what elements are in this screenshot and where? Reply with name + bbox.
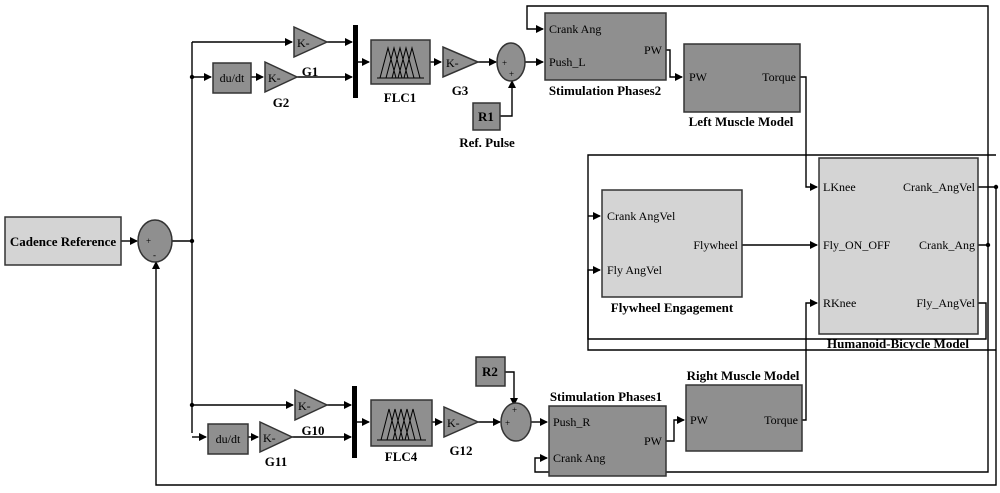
stim1-port-crank-ang: Crank Ang [553,451,605,465]
gain-g3-block[interactable]: K- G3 [443,47,478,98]
humanoid-port-lknee: LKnee [823,180,856,194]
humanoid-bicycle-model-label: Humanoid-Bicycle Model [827,336,969,351]
mux-bottom-bar[interactable] [352,386,357,458]
stim2-port-pw: PW [644,43,663,57]
gain-g10-text: K- [298,399,311,413]
gain-g11-label: G11 [265,454,287,469]
derivative-top-block[interactable]: du/dt [213,63,251,93]
gain-g3-label: G3 [452,83,469,98]
sum-bottom-block[interactable]: + + [501,403,531,441]
cadence-reference-label: Cadence Reference [10,234,116,249]
stim1-port-push-r: Push_R [553,415,590,429]
sum-bottom-plus-left: + [505,418,510,428]
flc4-block[interactable]: FLC4 [371,400,432,464]
main-sum-plus: + [146,236,151,246]
flc4-box[interactable] [371,400,432,446]
junction-dot [986,243,990,247]
left-muscle-port-torque: Torque [762,70,796,84]
r1-label: Ref. Pulse [459,135,515,150]
junction-dot [190,239,194,243]
gain-g11-text: K- [263,431,276,445]
gain-g1-text: K- [297,36,310,50]
left-muscle-model-block[interactable]: PW Torque Left Muscle Model [684,44,800,129]
r1-block[interactable]: R1 Ref. Pulse [459,103,515,150]
r1-text: R1 [478,109,494,124]
junction-dot [190,75,194,79]
junction-dot [190,403,194,407]
flywheel-engagement-label: Flywheel Engagement [611,300,734,315]
humanoid-port-rknee: RKnee [823,296,856,310]
right-muscle-port-pw: PW [690,413,709,427]
r2-text: R2 [482,364,498,379]
right-muscle-port-torque: Torque [764,413,798,427]
sum-bottom-plus-top: + [512,405,517,415]
flc4-label: FLC4 [385,449,418,464]
gain-g10-label: G10 [301,423,324,438]
gain-g2-block[interactable]: K- G2 [265,62,297,110]
flc1-label: FLC1 [384,90,417,105]
sum-top-plus-bottom: + [509,69,514,79]
flywheel-port-flywheel: Flywheel [693,238,738,252]
junction-dot [994,185,998,189]
flywheel-port-fly-angvel: Fly AngVel [607,263,663,277]
gain-g2-label: G2 [273,95,290,110]
derivative-bottom-block[interactable]: du/dt [208,424,248,454]
derivative-top-text: du/dt [220,71,245,85]
main-sum-block[interactable]: + - [138,220,172,262]
stimulation-phases2-label: Stimulation Phases2 [549,83,661,98]
derivative-bottom-text: du/dt [216,432,241,446]
right-muscle-model-block[interactable]: PW Torque Right Muscle Model [686,368,802,451]
stimulation-phases1-block[interactable]: Push_R Crank Ang PW Stimulation Phases1 [549,389,666,476]
humanoid-port-crank-angvel: Crank_AngVel [903,180,976,194]
main-sum-minus: - [153,250,156,260]
stimulation-phases1-label: Stimulation Phases1 [550,389,662,404]
gain-g3-text: K- [446,56,459,70]
gain-g12-label: G12 [449,443,472,458]
gain-g2-text: K- [268,71,281,85]
sum-top-plus-left: + [502,58,507,68]
flc1-block[interactable]: FLC1 [371,40,430,105]
stim2-port-push-l: Push_L [549,55,586,69]
r2-block[interactable]: R2 [476,357,505,386]
stimulation-phases2-block[interactable]: Crank Ang Push_L PW Stimulation Phases2 [545,13,666,98]
humanoid-port-crank-ang: Crank_Ang [919,238,975,252]
gain-g11-block[interactable]: K- G11 [260,422,292,469]
gain-g12-block[interactable]: K- G12 [444,407,478,458]
left-muscle-model-label: Left Muscle Model [689,114,794,129]
sum-top-block[interactable]: + + [497,43,525,81]
stim2-port-crank-ang: Crank Ang [549,22,601,36]
gain-g10-block[interactable]: K- G10 [295,390,327,438]
stim1-port-pw: PW [644,434,663,448]
mux-top-bar[interactable] [353,25,358,98]
humanoid-port-fly-on-off: Fly_ON_OFF [823,238,891,252]
flywheel-port-crank-angvel: Crank AngVel [607,209,676,223]
flywheel-engagement-block[interactable]: Crank AngVel Fly AngVel Flywheel Flywhee… [602,190,742,315]
gain-g1-block[interactable]: K- G1 [294,27,327,79]
humanoid-bicycle-model-block[interactable]: LKnee Fly_ON_OFF RKnee Crank_AngVel Cran… [819,158,978,351]
humanoid-port-fly-angvel: Fly_AngVel [916,296,975,310]
right-muscle-model-label: Right Muscle Model [687,368,800,383]
cadence-reference-block[interactable]: Cadence Reference [5,217,121,265]
left-muscle-port-pw: PW [689,70,708,84]
gain-g12-text: K- [447,416,460,430]
gain-g1-label: G1 [302,64,319,79]
